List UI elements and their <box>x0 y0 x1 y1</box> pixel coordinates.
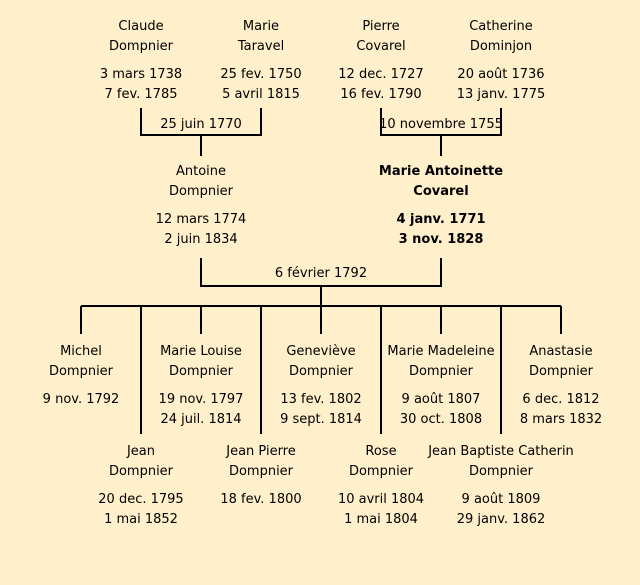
birth-date: 13 fev. 1802 <box>280 392 362 407</box>
death-date: 16 fev. 1790 <box>340 87 422 102</box>
family-name: Dompnier <box>48 364 114 379</box>
family-name: Dompnier <box>228 464 294 479</box>
death-date: 2 juin 1834 <box>164 232 238 247</box>
family-name: Taravel <box>237 39 285 54</box>
person-catherine-dominjon: Catherine Dominjon 20 août 1736 13 janv.… <box>421 17 581 105</box>
marriage-date-covarel-dominjon: 10 novembre 1755 <box>379 117 503 132</box>
family-name: Dompnier <box>288 364 354 379</box>
death-date: 24 juil. 1814 <box>160 412 242 427</box>
given-name: Marie Louise <box>160 344 242 359</box>
death-date: 5 avril 1815 <box>222 87 300 102</box>
given-name: Michel <box>60 344 102 359</box>
person-marie-madeleine-dompnier: Marie Madeleine Dompnier 9 août 1807 30 … <box>361 342 521 430</box>
given-name: Geneviève <box>286 344 356 359</box>
given-name: Jean Baptiste Catherin <box>428 444 574 459</box>
given-name: Jean Pierre <box>226 444 296 459</box>
birth-date: 10 avril 1804 <box>337 492 425 507</box>
person-antoine-dompnier: Antoine Dompnier 12 mars 1774 2 juin 183… <box>121 162 281 250</box>
birth-date: 20 août 1736 <box>457 67 545 82</box>
death-date: 7 fev. 1785 <box>104 87 178 102</box>
death-date: 1 mai 1852 <box>104 512 178 527</box>
family-name: Dominjon <box>469 39 533 54</box>
death-date: 3 nov. 1828 <box>398 232 484 247</box>
person-pierre-covarel: Pierre Covarel 12 dec. 1727 16 fev. 1790 <box>301 17 461 105</box>
family-name: Dompnier <box>108 464 174 479</box>
death-date: 13 janv. 1775 <box>456 87 546 102</box>
given-name: Antoine <box>175 164 227 179</box>
birth-date: 6 dec. 1812 <box>522 392 600 407</box>
given-name: Claude <box>118 19 164 34</box>
person-anastasie-dompnier: Anastasie Dompnier 6 dec. 1812 8 mars 18… <box>481 342 640 430</box>
family-name: Covarel <box>356 39 406 54</box>
person-jean-baptiste-catherin-dompnier: Jean Baptiste Catherin Dompnier 9 août 1… <box>415 442 587 530</box>
given-name: Marie Madeleine <box>387 344 495 359</box>
person-claude-dompnier: Claude Dompnier 3 mars 1738 7 fev. 1785 <box>61 17 221 105</box>
marriage-date-dompnier-covarel: 6 février 1792 <box>274 266 368 281</box>
death-date: 1 mai 1804 <box>344 512 418 527</box>
family-name: Dompnier <box>348 464 414 479</box>
given-name: Anastasie <box>529 344 593 359</box>
family-name: Covarel <box>413 184 469 199</box>
death-date: 29 janv. 1862 <box>456 512 546 527</box>
person-jean-pierre-dompnier: Jean Pierre Dompnier 18 fev. 1800 <box>181 442 341 510</box>
given-name: Marie <box>242 19 280 34</box>
birth-date: 19 nov. 1797 <box>158 392 244 407</box>
person-michel-dompnier: Michel Dompnier 9 nov. 1792 <box>1 342 161 410</box>
birth-date: 25 fev. 1750 <box>220 67 302 82</box>
family-name: Dompnier <box>528 364 594 379</box>
birth-date: 12 dec. 1727 <box>338 67 424 82</box>
family-name: Dompnier <box>168 184 234 199</box>
connector-dompnier-taravel <box>140 108 262 156</box>
birth-date: 18 fev. 1800 <box>220 492 302 507</box>
birth-date: 9 nov. 1792 <box>42 392 120 407</box>
family-name: Dompnier <box>108 39 174 54</box>
birth-date: 3 mars 1738 <box>99 67 183 82</box>
family-name: Dompnier <box>468 464 534 479</box>
death-date: 9 sept. 1814 <box>280 412 362 427</box>
person-marie-louise-dompnier: Marie Louise Dompnier 19 nov. 1797 24 ju… <box>121 342 281 430</box>
person-rose-dompnier: Rose Dompnier 10 avril 1804 1 mai 1804 <box>301 442 461 530</box>
death-date: 30 oct. 1808 <box>399 412 483 427</box>
person-marie-antoinette-covarel: Marie Antoinette Covarel 4 janv. 1771 3 … <box>361 162 521 250</box>
family-name: Dompnier <box>408 364 474 379</box>
given-name: Rose <box>365 444 397 459</box>
person-genevieve-dompnier: Geneviève Dompnier 13 fev. 1802 9 sept. … <box>241 342 401 430</box>
birth-date: 9 août 1809 <box>461 492 541 507</box>
birth-date: 20 dec. 1795 <box>98 492 184 507</box>
connector-dompnier-covarel <box>200 258 442 306</box>
birth-date: 9 août 1807 <box>401 392 481 407</box>
marriage-date-dompnier-taravel: 25 juin 1770 <box>160 117 242 132</box>
person-jean-dompnier: Jean Dompnier 20 dec. 1795 1 mai 1852 <box>61 442 221 530</box>
given-name: Pierre <box>362 19 400 34</box>
given-name: Marie Antoinette <box>378 164 504 179</box>
given-name: Jean <box>126 444 156 459</box>
family-name: Dompnier <box>168 364 234 379</box>
connector-covarel-dominjon <box>380 108 502 156</box>
person-marie-taravel: Marie Taravel 25 fev. 1750 5 avril 1815 <box>181 17 341 105</box>
given-name: Catherine <box>469 19 533 34</box>
birth-date: 12 mars 1774 <box>155 212 247 227</box>
death-date: 8 mars 1832 <box>519 412 603 427</box>
birth-date: 4 janv. 1771 <box>396 212 486 227</box>
